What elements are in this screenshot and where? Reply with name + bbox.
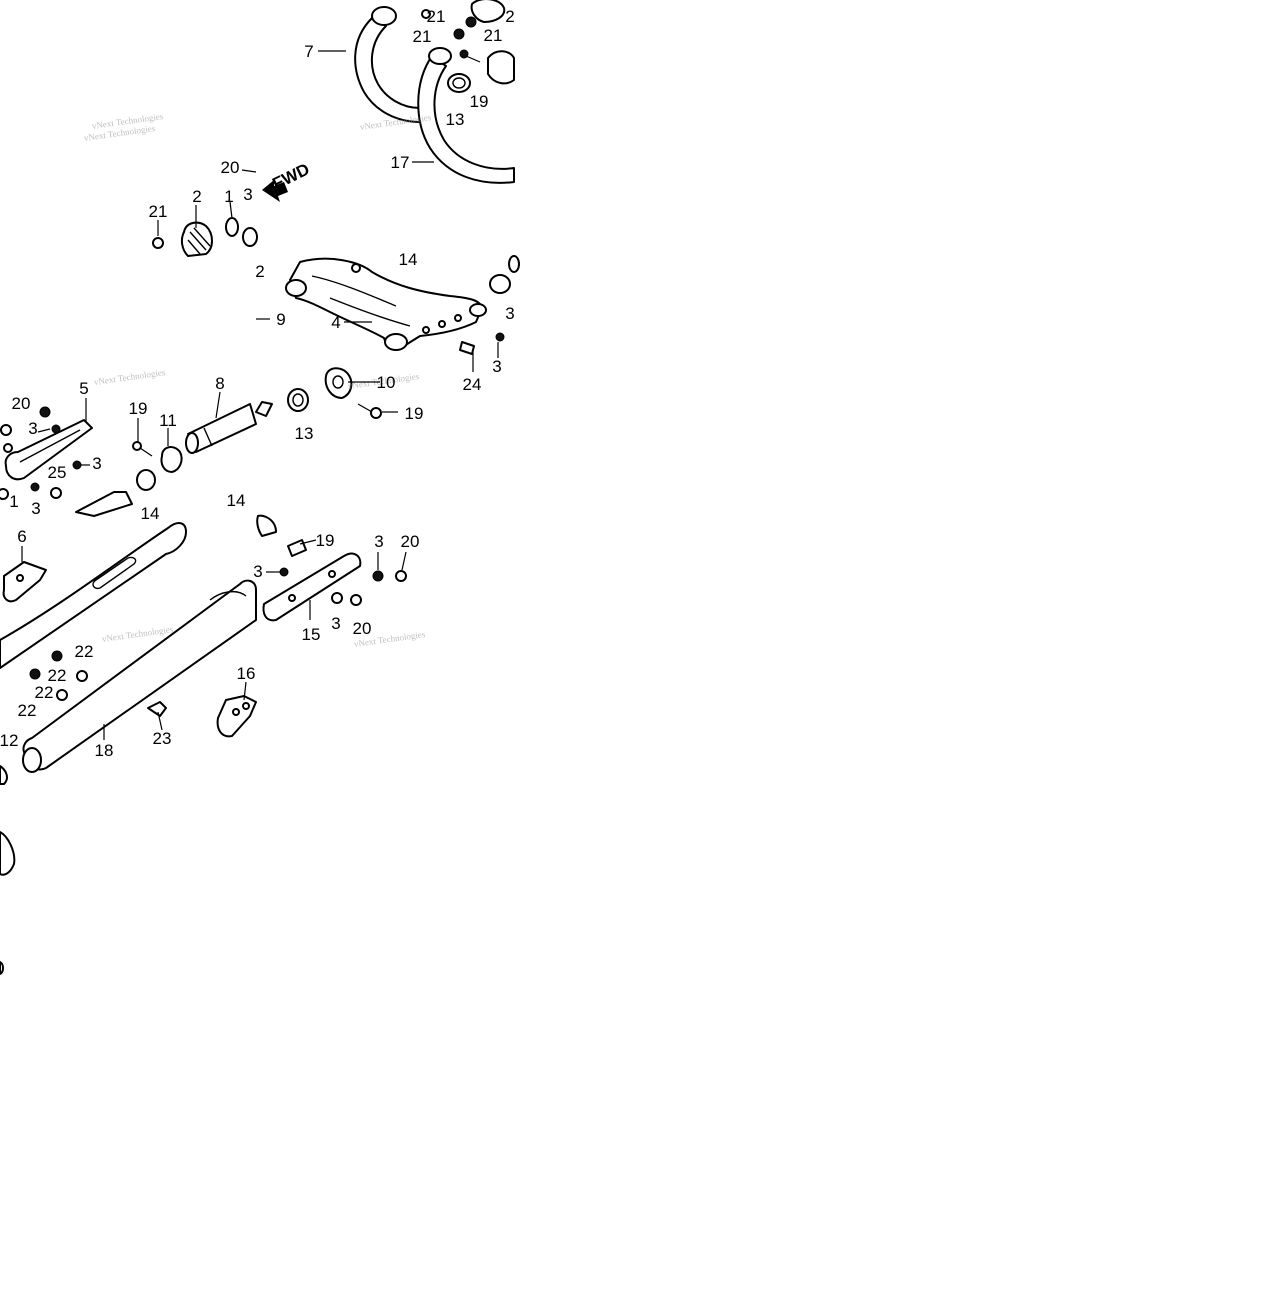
callout-16: 16 (237, 664, 256, 683)
callout-21: 21 (427, 7, 446, 26)
muffler-12 (0, 522, 187, 669)
callout-11: 11 (159, 411, 177, 430)
muffler-end-lower (0, 765, 16, 975)
callout-13: 13 (295, 424, 314, 443)
callout-1: 1 (9, 492, 18, 511)
callout-22: 22 (48, 666, 67, 685)
bolt-19-center (357, 403, 382, 419)
callout-3: 3 (28, 419, 37, 438)
callout-20: 20 (401, 532, 420, 551)
nut-21-left (152, 237, 164, 249)
flange-2 (180, 221, 213, 257)
callout-12: 12 (0, 731, 18, 750)
callout-14: 14 (141, 504, 160, 523)
callout-6: 6 (17, 527, 26, 546)
callout-15: 15 (302, 625, 321, 644)
bolt-19-left (132, 441, 153, 457)
callout-20: 20 (353, 619, 372, 638)
callout-23: 23 (153, 729, 172, 748)
callout-3: 3 (31, 499, 40, 518)
callout-19: 19 (129, 399, 148, 418)
callout-25: 25 (48, 463, 67, 482)
callout-17: 17 (391, 153, 410, 172)
callout-21: 21 (484, 26, 503, 45)
callout-21: 21 (413, 27, 432, 46)
collar-13-center (287, 388, 309, 412)
muffler-18 (22, 579, 257, 773)
washers-22 (29, 650, 88, 701)
callout-2: 2 (505, 7, 514, 26)
bolt-19-top (459, 49, 481, 63)
collar-13-top (447, 73, 471, 93)
callout-7: 7 (304, 42, 313, 61)
fwd-arrow: FWD (262, 160, 313, 202)
small-fasteners-left (0, 406, 82, 500)
bolt-24 (459, 341, 475, 372)
callout-19: 19 (405, 404, 424, 423)
callout-2: 2 (192, 187, 201, 206)
clamp-14-bottom (256, 514, 277, 537)
callout-20: 20 (221, 158, 240, 177)
callout-3: 3 (492, 357, 501, 376)
callout-14: 14 (399, 250, 418, 269)
exhaust-pipe-7 (354, 6, 421, 123)
clamp-11 (160, 446, 183, 473)
callout-22: 22 (75, 642, 94, 661)
callout-21: 21 (149, 202, 168, 221)
callout-14: 14 (227, 491, 246, 510)
callout-3: 3 (505, 304, 514, 323)
chamber-4 (285, 257, 487, 351)
callout-24: 24 (463, 375, 482, 394)
callout-18: 18 (95, 741, 114, 760)
callout-1: 1 (224, 187, 233, 206)
clamp-10 (324, 367, 353, 399)
gasket-1 (225, 217, 239, 237)
callout-4: 4 (331, 313, 340, 332)
callout-20: 20 (12, 394, 31, 413)
bracket-6 (2, 561, 47, 603)
bracket-16 (216, 695, 257, 738)
connecting-pipe-8 (185, 401, 273, 454)
callout-9: 9 (276, 310, 285, 329)
callout-3: 3 (243, 185, 252, 204)
bolt-20-left (241, 169, 257, 173)
callout-3: 3 (374, 532, 383, 551)
callout-3: 3 (331, 614, 340, 633)
callout-22: 22 (18, 701, 37, 720)
callout-13: 13 (446, 110, 465, 129)
callout-8: 8 (215, 374, 224, 393)
clip-23 (147, 701, 167, 717)
callout-10: 10 (377, 373, 396, 392)
joint-flange-top (470, 0, 515, 85)
callout-2: 2 (255, 262, 264, 281)
callout-3: 3 (92, 454, 101, 473)
pipe-stub-left (75, 491, 133, 517)
callout-19: 19 (470, 92, 489, 111)
collar-right-14 (489, 255, 520, 294)
callout-3: 3 (253, 562, 262, 581)
bolt-19-bottom (287, 539, 307, 557)
direction-label: FWD (269, 160, 312, 194)
nut-3-right (495, 332, 505, 342)
exhaust-pipe-17 (417, 47, 515, 184)
callout-19: 19 (316, 531, 335, 550)
nut-21-top (421, 9, 477, 40)
leader-lines (21, 50, 499, 740)
ring-3-left (242, 227, 258, 247)
collar-14-left (136, 469, 156, 491)
callout-5: 5 (79, 379, 88, 398)
bracket-5 (4, 419, 93, 481)
watermark-text: vNext Technologies (93, 367, 166, 387)
callout-22: 22 (35, 683, 54, 702)
heat-shield-15 (262, 552, 362, 622)
small-fasteners-bottom (279, 567, 407, 606)
